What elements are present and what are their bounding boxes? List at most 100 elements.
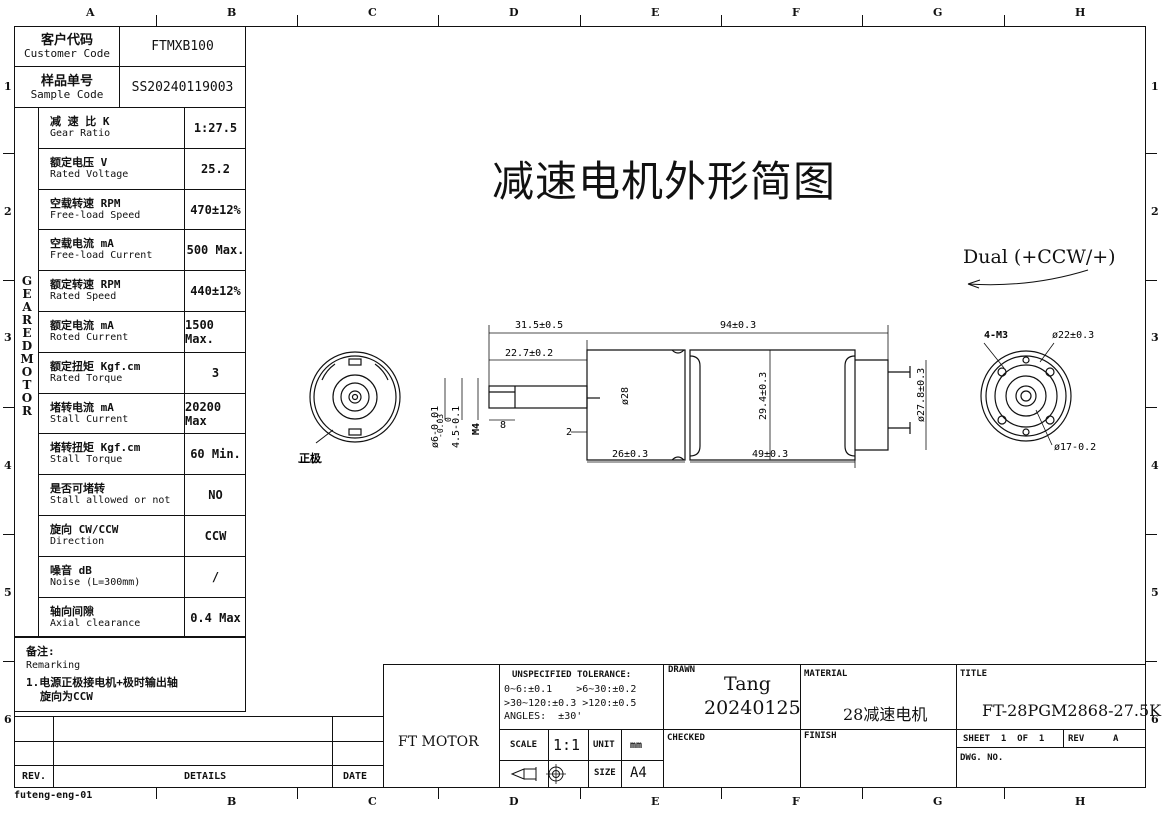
front-view-right [980,342,1072,446]
dim-2: 2 [566,427,572,438]
scale-value: 1:1 [553,736,581,754]
spec-value: 0.4 Max [190,610,241,625]
spec-row-divider [38,311,246,312]
date-header: DATE [343,771,368,782]
zone-left-5: 5 [4,586,12,599]
spec-name-en: Roted Current [50,331,129,343]
dim-flat2: 0 [444,417,453,422]
material-value: 28减速电机 [843,705,928,724]
spec-row-divider [38,189,246,190]
spec-row-divider [38,433,246,434]
spec-name-en: Gear Ratio [50,127,111,139]
spec-name-zh: 堵转电流 mA [50,400,114,414]
spec-row-divider [38,229,246,230]
side-view [488,349,911,461]
zone-top-h: H [1075,6,1086,19]
direction-arrowhead [967,279,981,289]
spec-name-zh: 额定扭矩 Kgf.cm [50,359,141,373]
dim-22: ø22±0.3 [1052,330,1094,341]
dim-94: 94±0.3 [720,320,756,331]
spec-name-zh: 减 速 比 K [50,114,110,128]
scale-label: SCALE [510,740,538,750]
spec-name-zh: 空载转速 RPM [50,196,121,210]
dim-8: 8 [500,420,506,431]
details-header: DETAILS [184,771,227,782]
size-value: A4 [630,765,647,781]
remarks-box [14,637,246,712]
zone-top-c: C [368,6,377,19]
dim-31-5: 31.5±0.5 [515,320,563,331]
zone-right-6: 6 [1151,713,1159,726]
spec-name-zh: 堵转扭矩 Kgf.cm [50,440,141,454]
zone-top-a: A [86,6,95,19]
spec-row-divider [38,515,246,516]
zone-top-f: F [792,6,800,19]
dim-49: 49±0.3 [752,449,788,460]
rev-label: REV [1068,734,1085,744]
zone-left-2: 2 [4,205,12,218]
dwg-no-label: DWG. NO. [960,753,1004,763]
zone-top-g: G [933,6,943,19]
spec-name-zh: 额定电流 mA [50,318,114,332]
spec-value: 25.2 [201,161,230,176]
zone-top-d: D [509,6,519,19]
spec-row-divider [38,148,246,149]
projection-symbol-icon [510,764,566,784]
dim-28: ø28 [620,387,631,405]
material-label: MATERIAL [804,669,848,679]
spec-name-zh: 旋向 CW/CCW [50,522,119,536]
zone-right-3: 3 [1151,331,1159,344]
remarks-title-en: Remarking [26,660,81,671]
remarks-line1: 1.电源正极接电机+极时输出轴 [26,676,178,689]
direction-arc [967,269,1089,286]
zone-right-1: 1 [1151,80,1159,93]
company-name: FT MOTOR [398,734,479,750]
spec-name-en: Stall allowed or not [50,494,171,506]
dim-shaft2: -0.03 [436,414,445,438]
checked-label: CHECKED [667,733,705,743]
spec-value: NO [208,487,223,502]
front-view-left [298,351,401,463]
dim-22-7: 22.7±0.2 [505,348,553,359]
zone-bottom-d: D [509,795,519,808]
zone-right-4: 4 [1151,459,1159,472]
spec-value: 1:27.5 [193,120,238,135]
drawn-label: DRAWN [668,665,696,675]
positive-label: 正极 [299,451,322,465]
spec-name-zh: 额定转速 RPM [50,277,121,291]
spec-name-en: Free-load Current [50,249,153,261]
spec-value: 500 Max. [186,242,245,257]
tolerance-line1: 0~6:±0.1 >6~30:±0.2 [504,684,637,695]
zone-top-e: E [651,6,660,19]
spec-value: CCW [204,528,227,543]
spec-value-divider [184,107,185,637]
spec-row-divider [38,270,246,271]
spec-value: 470±12% [190,202,241,217]
unit-value: mm [630,740,643,751]
drawing-title: 减速电机外形简图 [492,157,837,206]
remarks-title: 备注: [26,645,55,658]
zone-right-5: 5 [1151,586,1159,599]
spec-row-divider [38,556,246,557]
spec-name-en: Rated Voltage [50,168,129,180]
spec-name-zh: 空载电流 mA [50,236,114,250]
spec-name-en: Rated Torque [50,372,123,384]
spec-name-en: Axial clearance [50,617,141,629]
spec-name-zh: 额定电压 V [50,155,108,169]
tolerance-title: UNSPECIFIED TOLERANCE: [512,670,632,680]
spec-name-en: Noise (L=300mm) [50,576,141,588]
dim-shaft: ø6-0.01 [430,406,441,448]
tolerance-line3: ANGLES: ±30' [504,711,583,722]
spec-name-zh: 噪音 dB [50,563,92,577]
dim-26: 26±0.3 [612,449,648,460]
footer-code: futeng-eng-01 [14,790,93,801]
zone-left-1: 1 [4,80,12,93]
